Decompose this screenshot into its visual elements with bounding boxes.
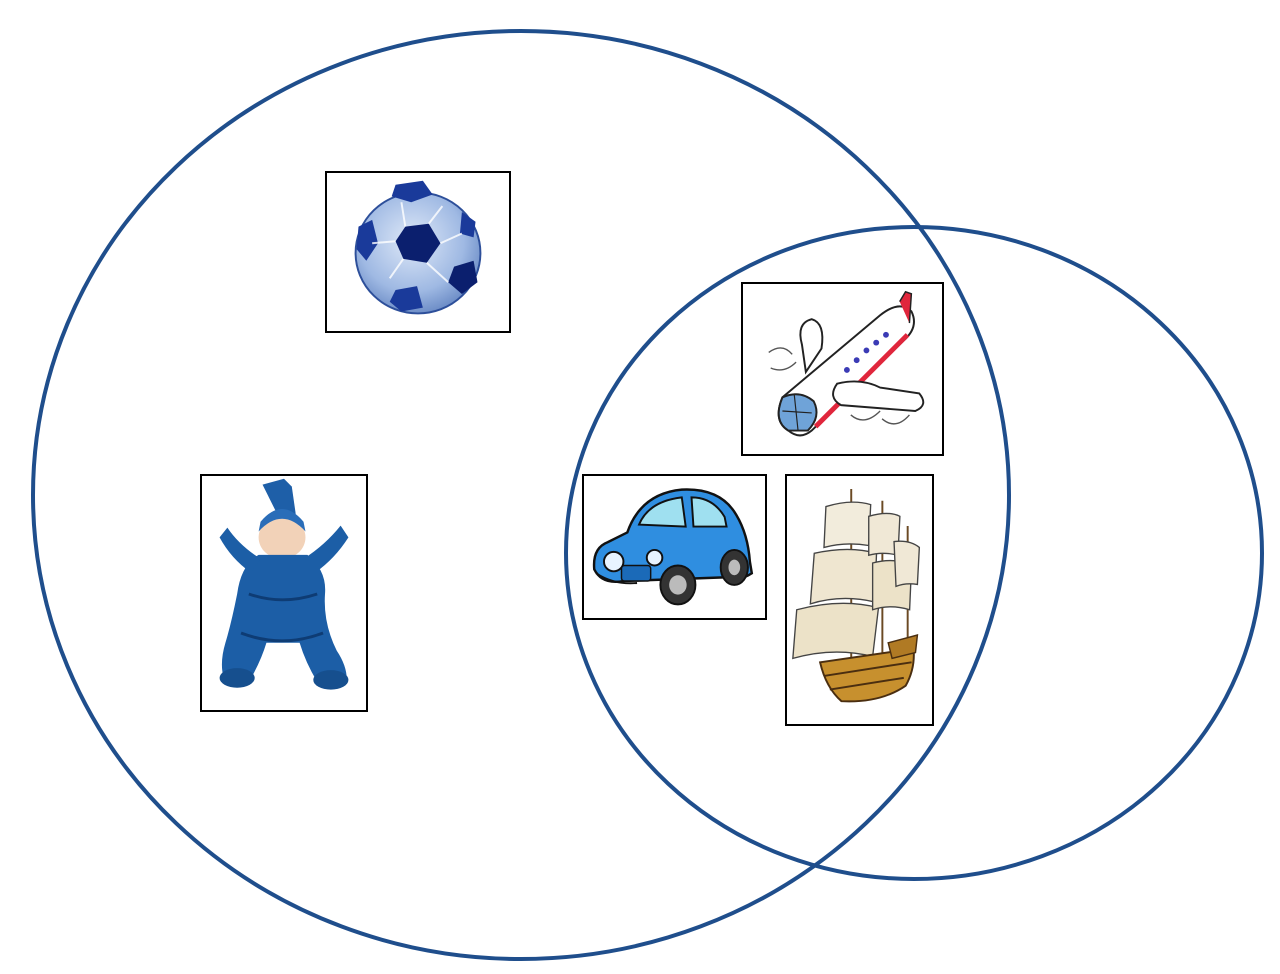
card-car xyxy=(582,474,767,620)
card-airplane xyxy=(741,282,944,456)
sailing-ship-icon xyxy=(792,489,921,703)
card-ball xyxy=(325,171,511,333)
card-doll xyxy=(200,474,368,712)
right-set-circle xyxy=(564,225,1264,881)
soccer-ball-icon xyxy=(354,180,482,315)
airplane-icon xyxy=(768,290,925,437)
card-ship xyxy=(785,474,934,726)
blue-car-icon xyxy=(592,488,754,606)
blue-doll-icon xyxy=(219,478,349,690)
left-set-circle xyxy=(31,29,1011,961)
